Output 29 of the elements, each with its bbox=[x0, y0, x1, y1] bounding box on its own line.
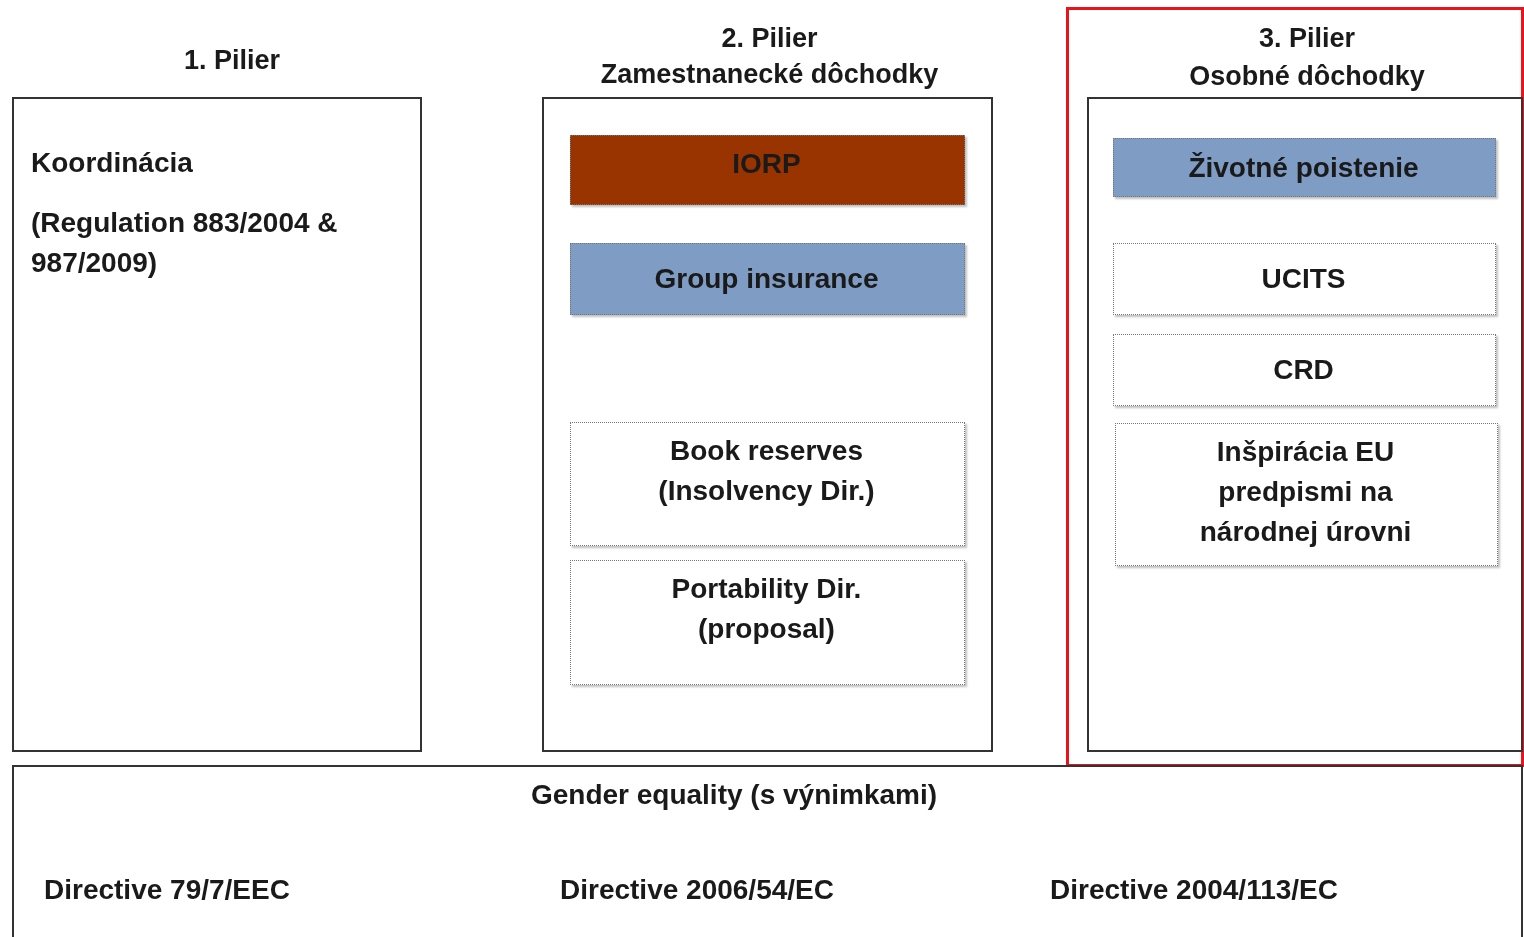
pillar-subheading: Zamestnanecké dôchodky bbox=[599, 58, 940, 91]
pillar-subheading: Osobné dôchodky bbox=[1188, 60, 1426, 93]
coordination-label: Koordinácia bbox=[31, 146, 194, 180]
highlight-frame bbox=[1066, 7, 1524, 767]
box-label: IORP bbox=[731, 147, 802, 181]
box-label: Book reserves (Insolvency Dir.) bbox=[657, 434, 876, 508]
box-label: Inšpirácia EU predpismi na národnej úrovni bbox=[1198, 435, 1413, 549]
directive-box bbox=[1113, 334, 1496, 406]
box-label: UCITS bbox=[1260, 262, 1347, 296]
directive-box bbox=[570, 422, 965, 546]
iorp-bar bbox=[570, 135, 965, 205]
directive-label: Directive 79/7/EEC bbox=[44, 873, 291, 907]
directive-label: Directive 2006/54/EC bbox=[560, 873, 835, 907]
pillar-heading: 2. Pilier bbox=[720, 22, 819, 55]
group-insurance-bar bbox=[570, 243, 965, 315]
gender-equality-box bbox=[12, 765, 1523, 937]
life-insurance-bar bbox=[1113, 138, 1496, 197]
box-label: CRD bbox=[1272, 353, 1335, 387]
directive-label: Directive 2004/113/EC bbox=[1050, 873, 1339, 907]
directive-box bbox=[570, 560, 965, 685]
national-rules-box bbox=[1115, 423, 1498, 566]
box-label: Životné poistenie bbox=[1187, 150, 1420, 185]
directive-box bbox=[1113, 243, 1496, 315]
box-label: Portability Dir. (proposal) bbox=[670, 572, 863, 646]
pillar-heading: 3. Pilier bbox=[1257, 22, 1357, 55]
gender-equality-heading: Gender equality (s výnimkami) bbox=[529, 778, 939, 812]
regulation-text: (Regulation 883/2004 & 987/2009) bbox=[31, 206, 339, 280]
box-label: Group insurance bbox=[653, 262, 880, 296]
pillar-heading: 1. Pilier bbox=[182, 44, 282, 77]
